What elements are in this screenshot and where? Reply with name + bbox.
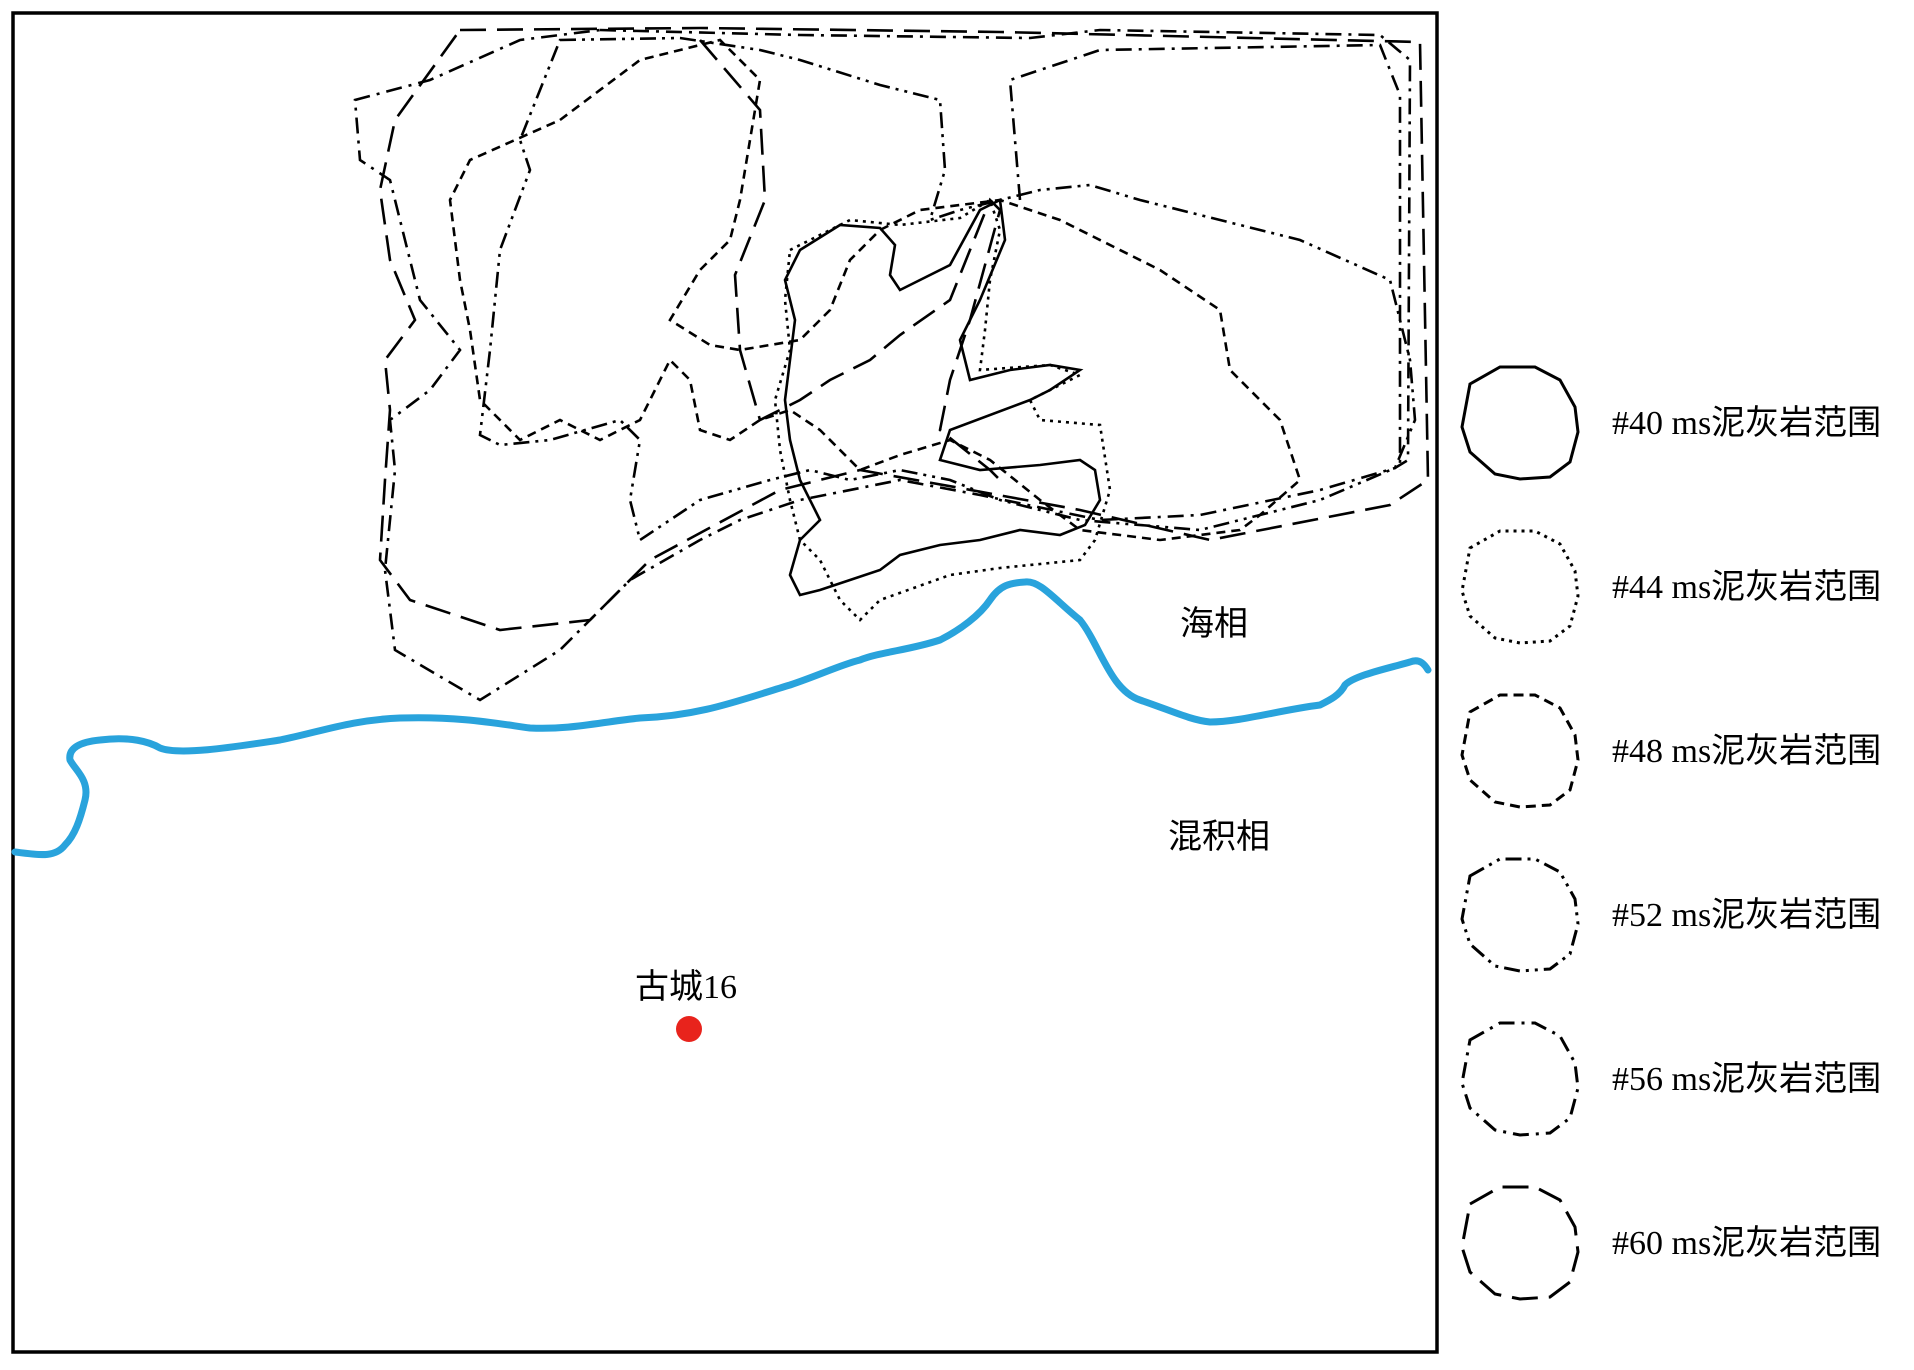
contour-40ms — [783, 198, 1102, 597]
mixed-facies-label: 混积相 — [1168, 818, 1270, 856]
marl-contours — [353, 26, 1430, 702]
legend-label: #52 ms泥灰岩范围 — [1612, 896, 1881, 934]
contour-56ms-b — [1008, 43, 1402, 470]
legend-label: #48 ms泥灰岩范围 — [1612, 732, 1881, 770]
legend-label: #44 ms泥灰岩范围 — [1612, 568, 1881, 606]
well-label: 古城16 — [635, 968, 737, 1006]
legend-swatch-long-dash — [1460, 1185, 1580, 1301]
contour-60ms — [378, 26, 1430, 632]
legend-swatch-solid — [1460, 365, 1580, 481]
well-marker — [676, 1016, 702, 1042]
contour-60ms-inner — [699, 39, 1002, 481]
map-frame — [11, 11, 1439, 1354]
contour-44ms — [773, 198, 1112, 622]
marine-facies-label: 海相 — [1180, 605, 1248, 643]
legend-swatch-dash-dot — [1460, 1021, 1580, 1137]
legend-swatch-short-dash — [1460, 693, 1580, 809]
contour-56ms — [353, 28, 1412, 702]
legend-label: #60 ms泥灰岩范围 — [1612, 1224, 1881, 1262]
contour-48ms — [448, 38, 1302, 542]
legend-label: #56 ms泥灰岩范围 — [1612, 1060, 1881, 1098]
legend-label: #40 ms泥灰岩范围 — [1612, 404, 1881, 442]
contour-52ms — [478, 36, 1417, 543]
legend-swatch-dotted — [1460, 529, 1580, 645]
legend: #40 ms泥灰岩范围 #44 ms泥灰岩范围 #48 ms泥灰岩范围 #52 ms泥… — [1460, 365, 1881, 1301]
legend-swatch-dash-dot-dot — [1460, 857, 1580, 973]
facies-boundary-line — [11, 578, 1432, 859]
